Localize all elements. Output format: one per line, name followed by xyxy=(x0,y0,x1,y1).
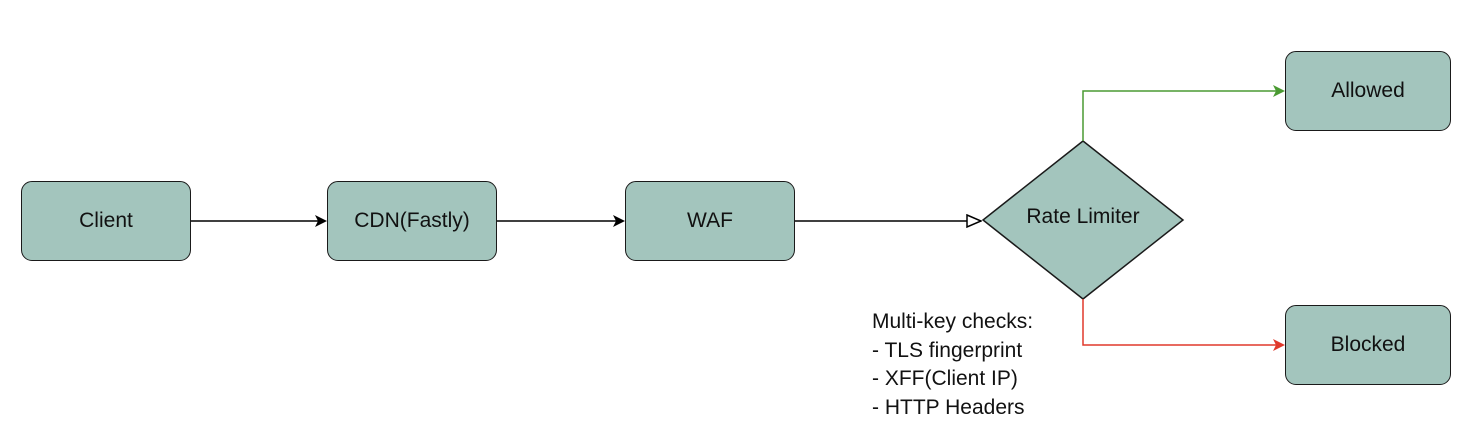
blocked-node[interactable]: Blocked xyxy=(1285,305,1451,385)
cdn-node-label: CDN(Fastly) xyxy=(354,209,470,232)
note-item-headers: - HTTP Headers xyxy=(872,395,1025,419)
waf-node-label: WAF xyxy=(687,209,733,232)
note-item-xff: - XFF(Client IP) xyxy=(872,367,1018,390)
client-node-label: Client xyxy=(79,209,133,232)
edge-rate-limiter-to-blocked xyxy=(1082,299,1285,351)
edge-rate-limiter-to-allowed xyxy=(1082,85,1285,141)
client-node[interactable]: Client xyxy=(21,181,191,261)
note-item-tls: - TLS fingerprint xyxy=(872,338,1023,362)
allowed-node-label: Allowed xyxy=(1331,79,1405,102)
note-title: Multi-key checks: xyxy=(872,310,1034,333)
cdn-node[interactable]: CDN(Fastly) xyxy=(327,181,497,261)
rate-limiter-diamond[interactable] xyxy=(981,140,1185,300)
multi-key-checks-note: Multi-key checks: - TLS fingerprint - XF… xyxy=(872,308,1033,422)
blocked-node-label: Blocked xyxy=(1330,333,1406,356)
allowed-node[interactable]: Allowed xyxy=(1285,51,1451,131)
waf-node[interactable]: WAF xyxy=(625,181,795,261)
